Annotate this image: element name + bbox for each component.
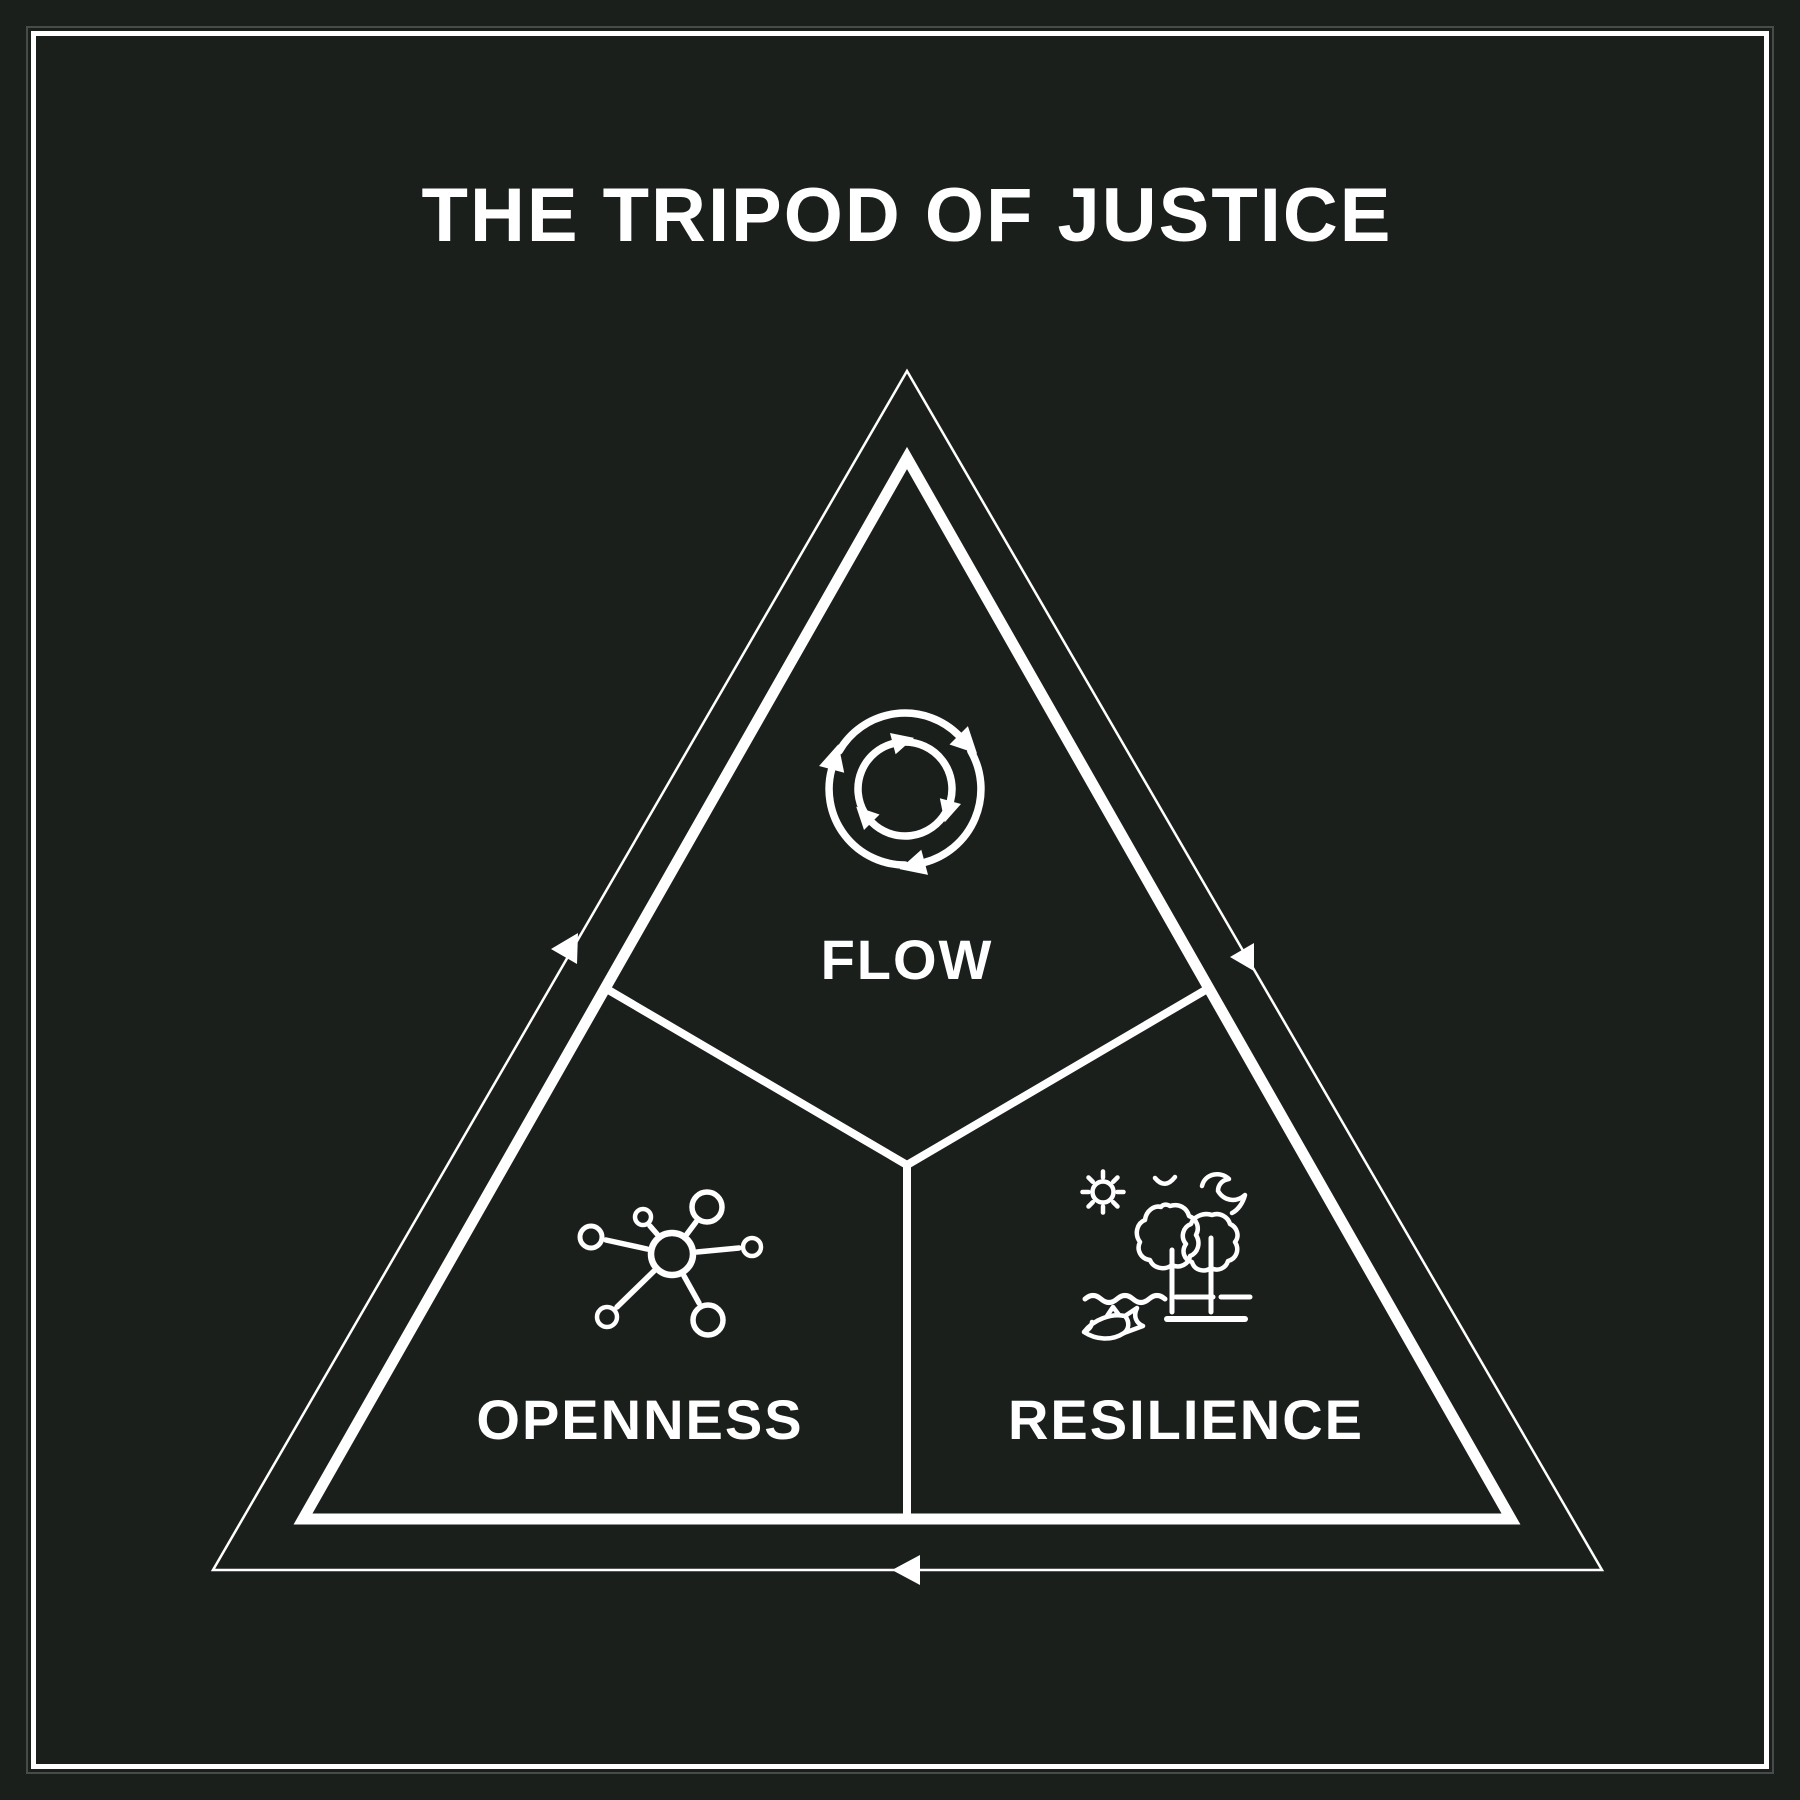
fish-icon bbox=[1081, 1304, 1146, 1341]
network-spokes bbox=[603, 1219, 742, 1310]
cycle-arrowhead-bottom-icon bbox=[892, 1555, 920, 1585]
ecosystem-landscape-icon bbox=[1080, 1169, 1253, 1341]
divider-right bbox=[904, 984, 1212, 1169]
sun-icon bbox=[1080, 1169, 1126, 1215]
page-title: THE TRIPOD OF JUSTICE bbox=[421, 173, 1393, 258]
section-label-flow: FLOW bbox=[820, 928, 994, 991]
tree-canopy-left bbox=[1134, 1202, 1201, 1271]
divider-left bbox=[602, 984, 910, 1169]
network-nodes-icon bbox=[577, 1189, 764, 1338]
ground-lines bbox=[1164, 1294, 1253, 1322]
water-wave bbox=[1082, 1293, 1168, 1305]
cycle-arrowhead-left-icon bbox=[551, 933, 578, 964]
network-hub-node bbox=[647, 1229, 697, 1279]
section-dividers bbox=[602, 984, 1212, 1519]
section-label-resilience: RESILIENCE bbox=[1007, 1388, 1365, 1451]
bird-icon bbox=[1152, 1174, 1178, 1186]
cycle-arrowhead-right-icon bbox=[1230, 943, 1254, 971]
cycle-arrowheads bbox=[551, 933, 1254, 1585]
cycle-arrows-icon bbox=[819, 709, 985, 875]
gull-icon bbox=[1199, 1172, 1248, 1216]
section-label-openness: OPENNESS bbox=[476, 1388, 804, 1451]
